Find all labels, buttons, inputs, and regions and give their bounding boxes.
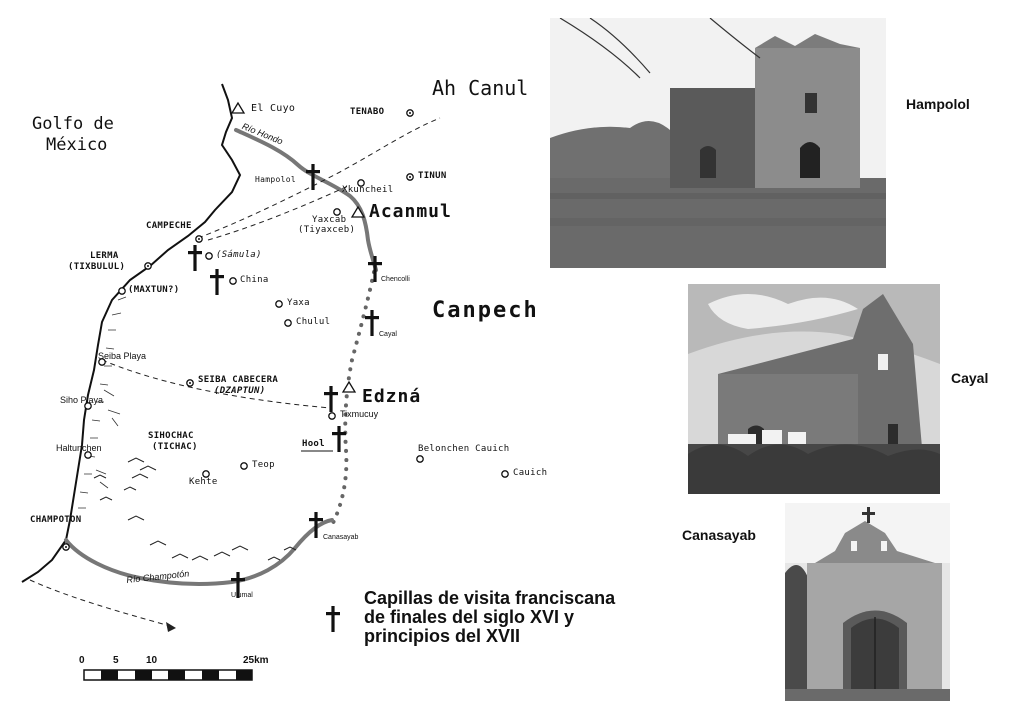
scale-tick-10: 10 [146, 655, 158, 666]
town-hampolol: Hampolol [255, 175, 296, 184]
site-el-cuyo: El Cuyo [251, 103, 296, 114]
town-samula: (Sámula) [216, 250, 262, 260]
dotted-route [330, 270, 376, 527]
town-tixbulul: (TIXBULUL) [68, 262, 126, 272]
site-edzna: Edzná [362, 386, 422, 407]
legend: Capillas de visita franciscana de finale… [364, 589, 615, 646]
scale-tick-25km: 25km [243, 655, 269, 666]
town-xkuncheil: Xkuncheil [342, 185, 394, 195]
town-campeche: CAMPECHE [146, 221, 192, 231]
town-chencolli: Chencolli [381, 276, 410, 283]
river-champoton [64, 518, 334, 587]
town-ulumal: Ulumal [231, 592, 253, 599]
town-hool: Hool [302, 439, 325, 449]
town-cayal: Cayal [379, 331, 397, 338]
town-belonchen-cauich: Belonchen Cauich [418, 444, 510, 454]
river-hondo [234, 128, 378, 272]
scale-tick-5: 5 [113, 655, 119, 666]
legend-line1: Capillas de visita franciscana [364, 588, 616, 608]
town-tixmucuy: Tixmucuy [340, 409, 379, 419]
town-canasayab: Canasayab [323, 534, 359, 541]
region-ah-canul: Ah Canul [432, 76, 529, 100]
town-seiba-cabecera: SEIBA CABECERA [198, 375, 279, 385]
town-tiyaxceb: (Tiyaxceb) [298, 225, 356, 235]
town-tenabo: TENABO [350, 107, 385, 117]
town-kehte: Kehte [189, 477, 218, 487]
region-canpech: Canpech [432, 298, 539, 323]
terrain-hatch [93, 457, 297, 561]
town-china: China [240, 275, 269, 285]
dashed-roads [29, 117, 441, 627]
photo-caption-hampolol: Hampolol [906, 96, 970, 112]
photo-cayal [688, 284, 940, 494]
legend-line2: de finales del siglo XVI y [364, 607, 575, 627]
town-sihochac: SIHOCHAC [148, 431, 194, 441]
town-dots [65, 112, 411, 548]
town-chulul: Chulul [296, 317, 331, 327]
town-champoton: CHAMPOTON [30, 515, 82, 525]
coast-hatching [78, 296, 127, 509]
photo-hampolol [550, 18, 886, 268]
town-yaxa: Yaxa [287, 298, 310, 308]
town-tinun: TINUN [418, 171, 447, 181]
town-lerma: LERMA [90, 251, 119, 261]
town-tichac: (TICHAC) [152, 442, 198, 452]
photo-caption-canasayab: Canasayab [682, 527, 756, 543]
scale-bar [83, 669, 253, 681]
legend-line3: principios del XVII [364, 626, 521, 646]
town-cauich: Cauich [513, 468, 548, 478]
coastline [21, 83, 242, 583]
gulf-label-line1: Golfo de [32, 114, 114, 134]
town-markers [62, 109, 509, 551]
town-yaxcab: Yaxcab [312, 215, 347, 225]
scale-tick-0: 0 [79, 655, 85, 666]
town-siho-playa: Siho Playa [60, 395, 104, 405]
town-dzaptun: (DZAPTUN) [214, 386, 266, 396]
site-acanmul: Acanmul [369, 201, 452, 222]
town-seiba-playa: Seiba Playa [98, 351, 147, 361]
gulf-label-line2: México [46, 135, 108, 155]
site-triangles [230, 101, 366, 393]
photo-canasayab [785, 503, 950, 701]
town-haltunchen: Haltunchen [56, 443, 102, 453]
photo-caption-cayal: Cayal [951, 370, 989, 386]
town-teop: Teop [252, 460, 275, 470]
town-maxtun: (MAXTUN?) [128, 285, 180, 295]
latin-cross-icon [326, 606, 340, 632]
